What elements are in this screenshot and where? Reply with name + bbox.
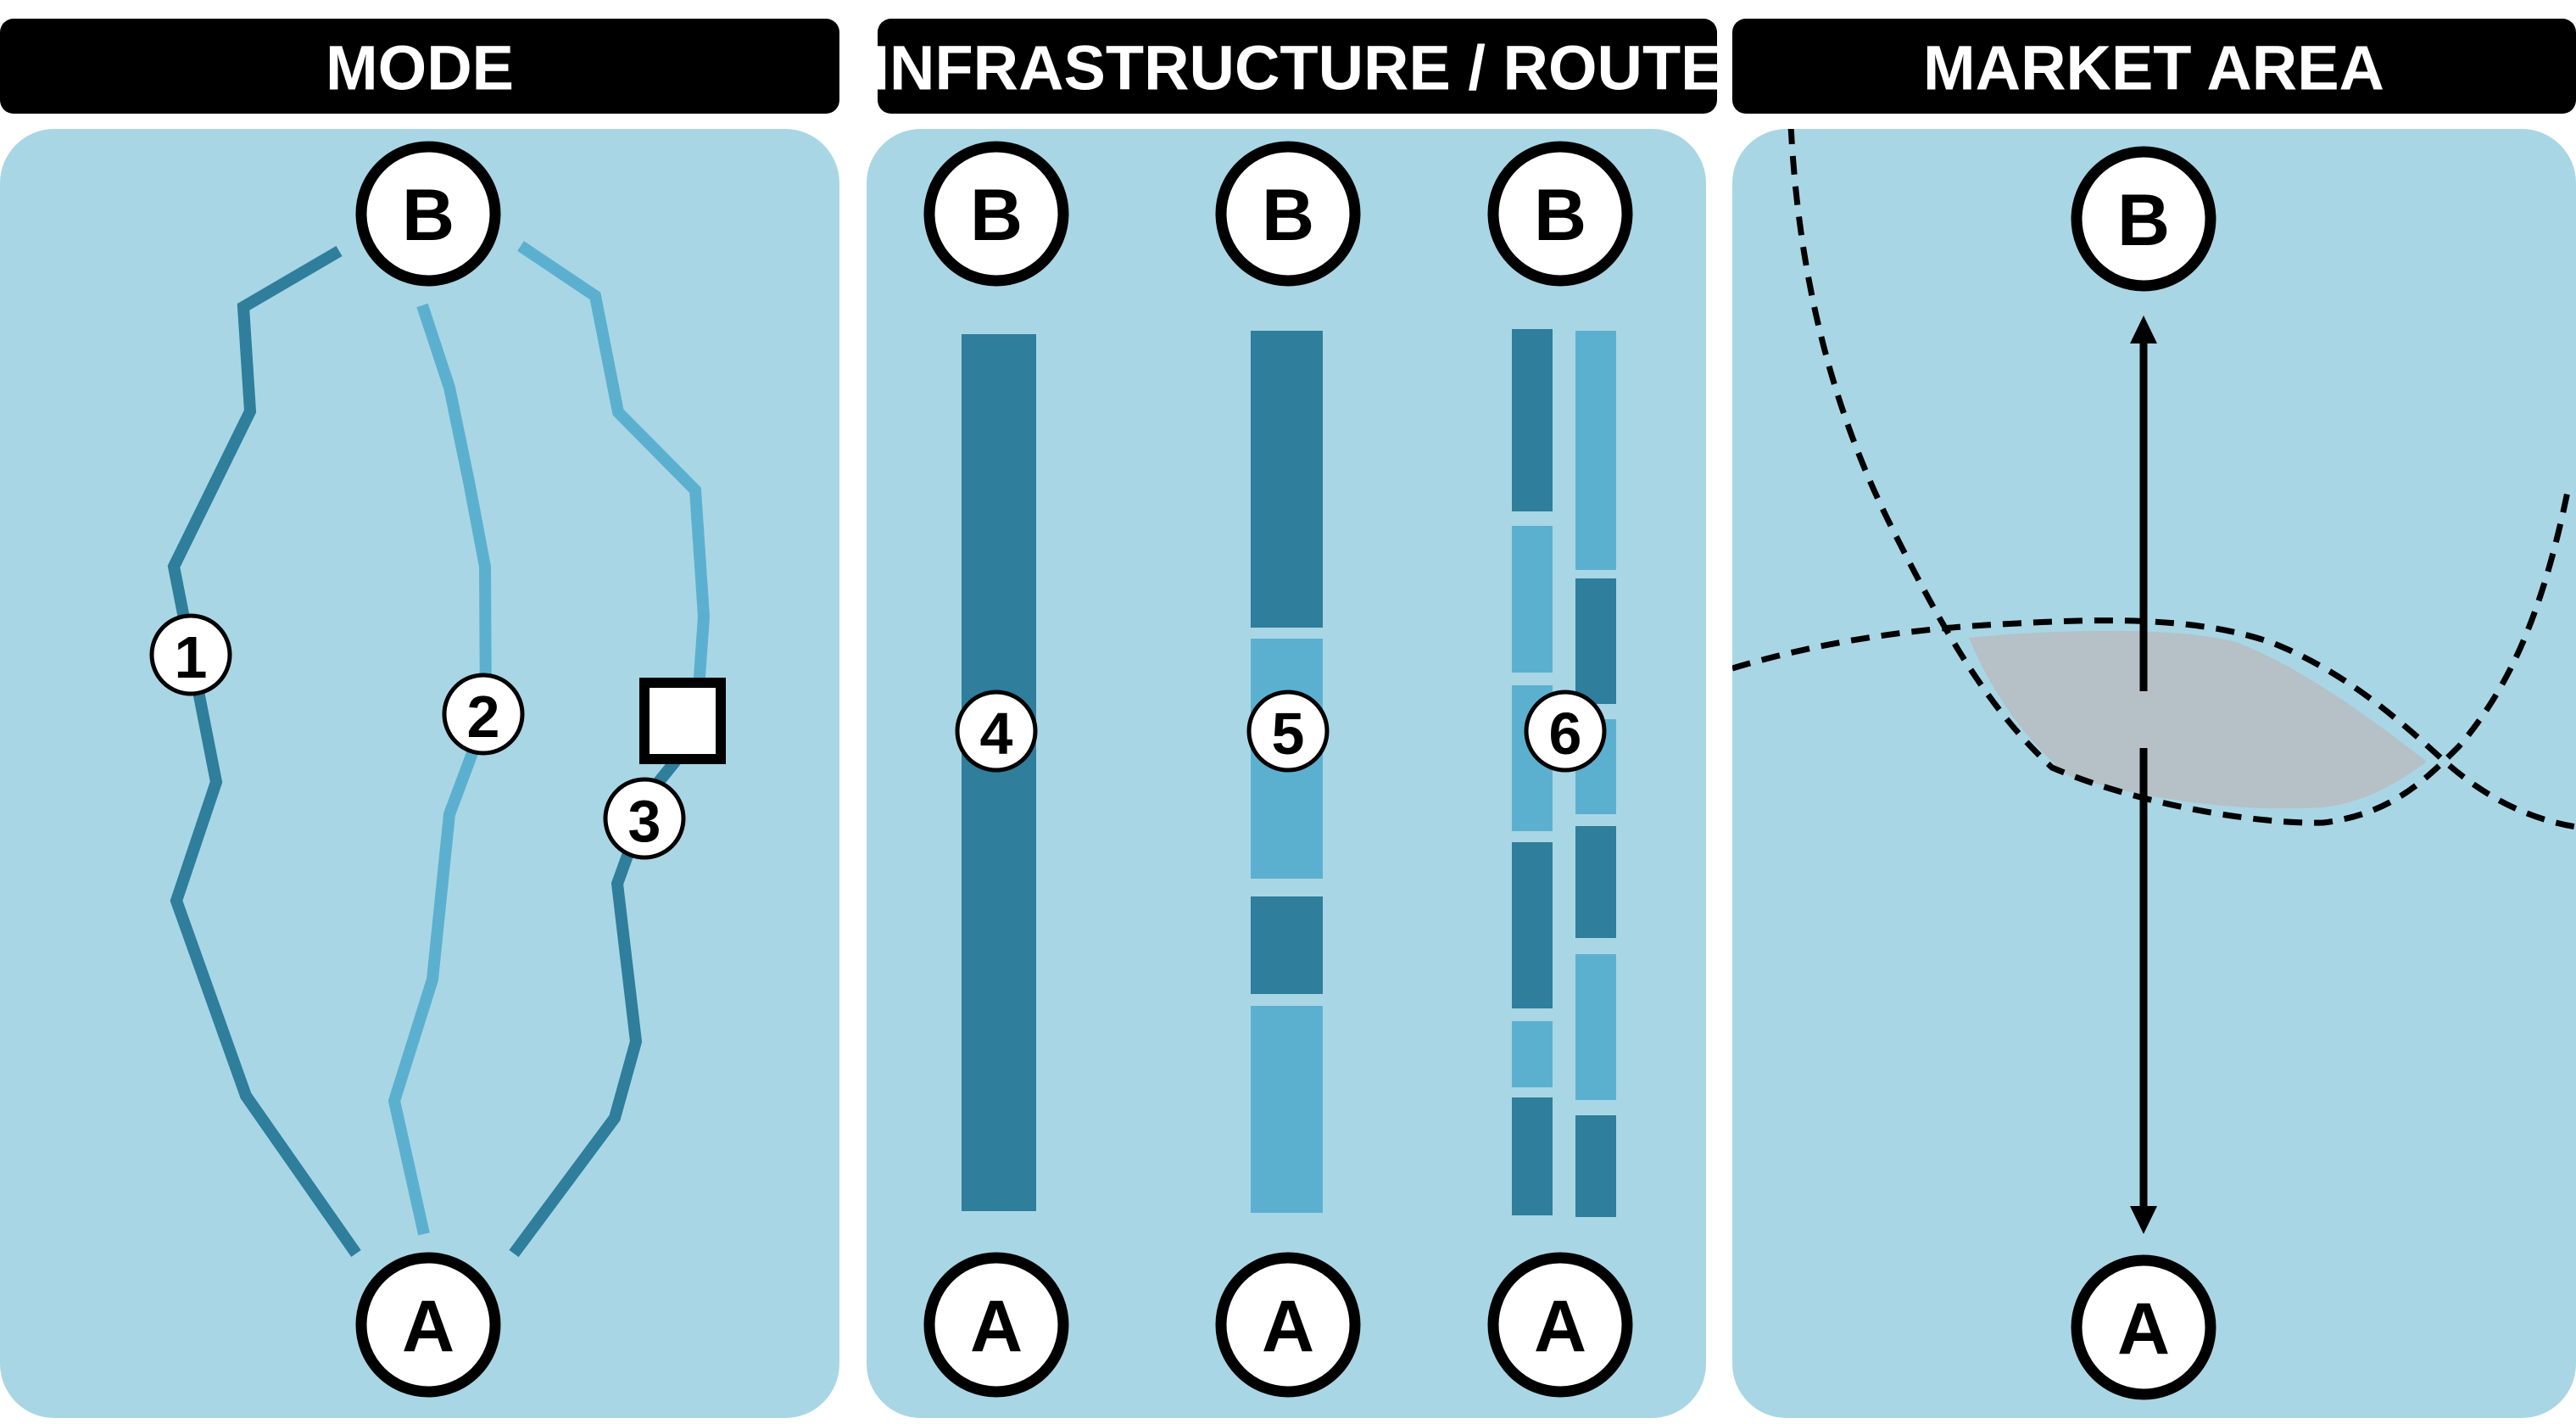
terminal-square-icon (639, 678, 726, 764)
route-6-segment (1512, 329, 1553, 511)
market-overlap-area (1969, 630, 2427, 809)
market-content (1732, 129, 2576, 830)
route-5-segment (1251, 896, 1323, 994)
route-6-segment (1512, 1021, 1553, 1087)
header-infrastructure-title: INFRASTRUCTURE / ROUTE (872, 33, 1722, 103)
route-node-a-2: A (1215, 1252, 1361, 1398)
header-mode: MODE (0, 19, 839, 114)
route-5-segment (1251, 331, 1323, 628)
panel-mode (0, 129, 839, 1418)
route-6-segment (1575, 578, 1616, 704)
route-6-segment (1512, 1097, 1553, 1215)
route-6-bars-left (1512, 329, 1553, 1215)
route-label-6: 6 (1524, 690, 1607, 773)
market-boundary-b (1787, 129, 2573, 826)
route-6-segment (1575, 331, 1616, 570)
mode-label-1: 1 (149, 613, 232, 696)
svg-text:A: A (1534, 1286, 1586, 1367)
route-4-bar (962, 334, 1036, 1211)
route-node-a-3: A (1487, 1252, 1633, 1398)
header-mode-title: MODE (326, 33, 514, 103)
route-6-segment (1575, 1115, 1616, 1217)
svg-text:1: 1 (175, 624, 208, 690)
route-node-b-2: B (1215, 141, 1361, 287)
mode-node-b: B (355, 141, 501, 287)
route-node-b-1: B (923, 141, 1069, 287)
svg-text:3: 3 (628, 788, 661, 854)
svg-text:B: B (970, 175, 1023, 256)
flow-double-arrow-icon (2130, 316, 2157, 1234)
svg-text:4: 4 (980, 701, 1013, 767)
header-market: MARKET AREA (1732, 19, 2576, 114)
svg-text:B: B (1262, 175, 1314, 256)
svg-text:6: 6 (1549, 701, 1582, 767)
mode-node-a: A (355, 1252, 501, 1398)
market-node-a: A (2071, 1254, 2216, 1400)
route-6-bars-right (1575, 331, 1616, 1217)
route-6-segment (1512, 526, 1553, 673)
svg-text:A: A (402, 1286, 454, 1367)
route-6-segment (1512, 842, 1553, 1008)
svg-text:A: A (1262, 1286, 1314, 1367)
route-6-segment (1575, 954, 1616, 1100)
header-infrastructure: INFRASTRUCTURE / ROUTE (872, 19, 1723, 114)
route-node-b-3: B (1487, 141, 1633, 287)
svg-text:A: A (970, 1286, 1023, 1367)
mode-label-3: 3 (603, 777, 686, 860)
route-node-a-1: A (923, 1252, 1069, 1398)
svg-text:2: 2 (467, 684, 500, 750)
route-6-segment (1575, 826, 1616, 938)
svg-text:A: A (2117, 1288, 2170, 1370)
route-5-segment (1251, 1006, 1323, 1213)
svg-text:5: 5 (1272, 701, 1305, 767)
market-node-b: B (2071, 146, 2216, 292)
svg-text:B: B (1534, 175, 1586, 256)
svg-text:B: B (2117, 180, 2170, 261)
route-label-5: 5 (1246, 690, 1330, 773)
mode-label-2: 2 (442, 673, 525, 756)
header-market-title: MARKET AREA (1923, 33, 2384, 103)
route-label-4: 4 (955, 690, 1038, 773)
svg-text:B: B (402, 175, 454, 256)
